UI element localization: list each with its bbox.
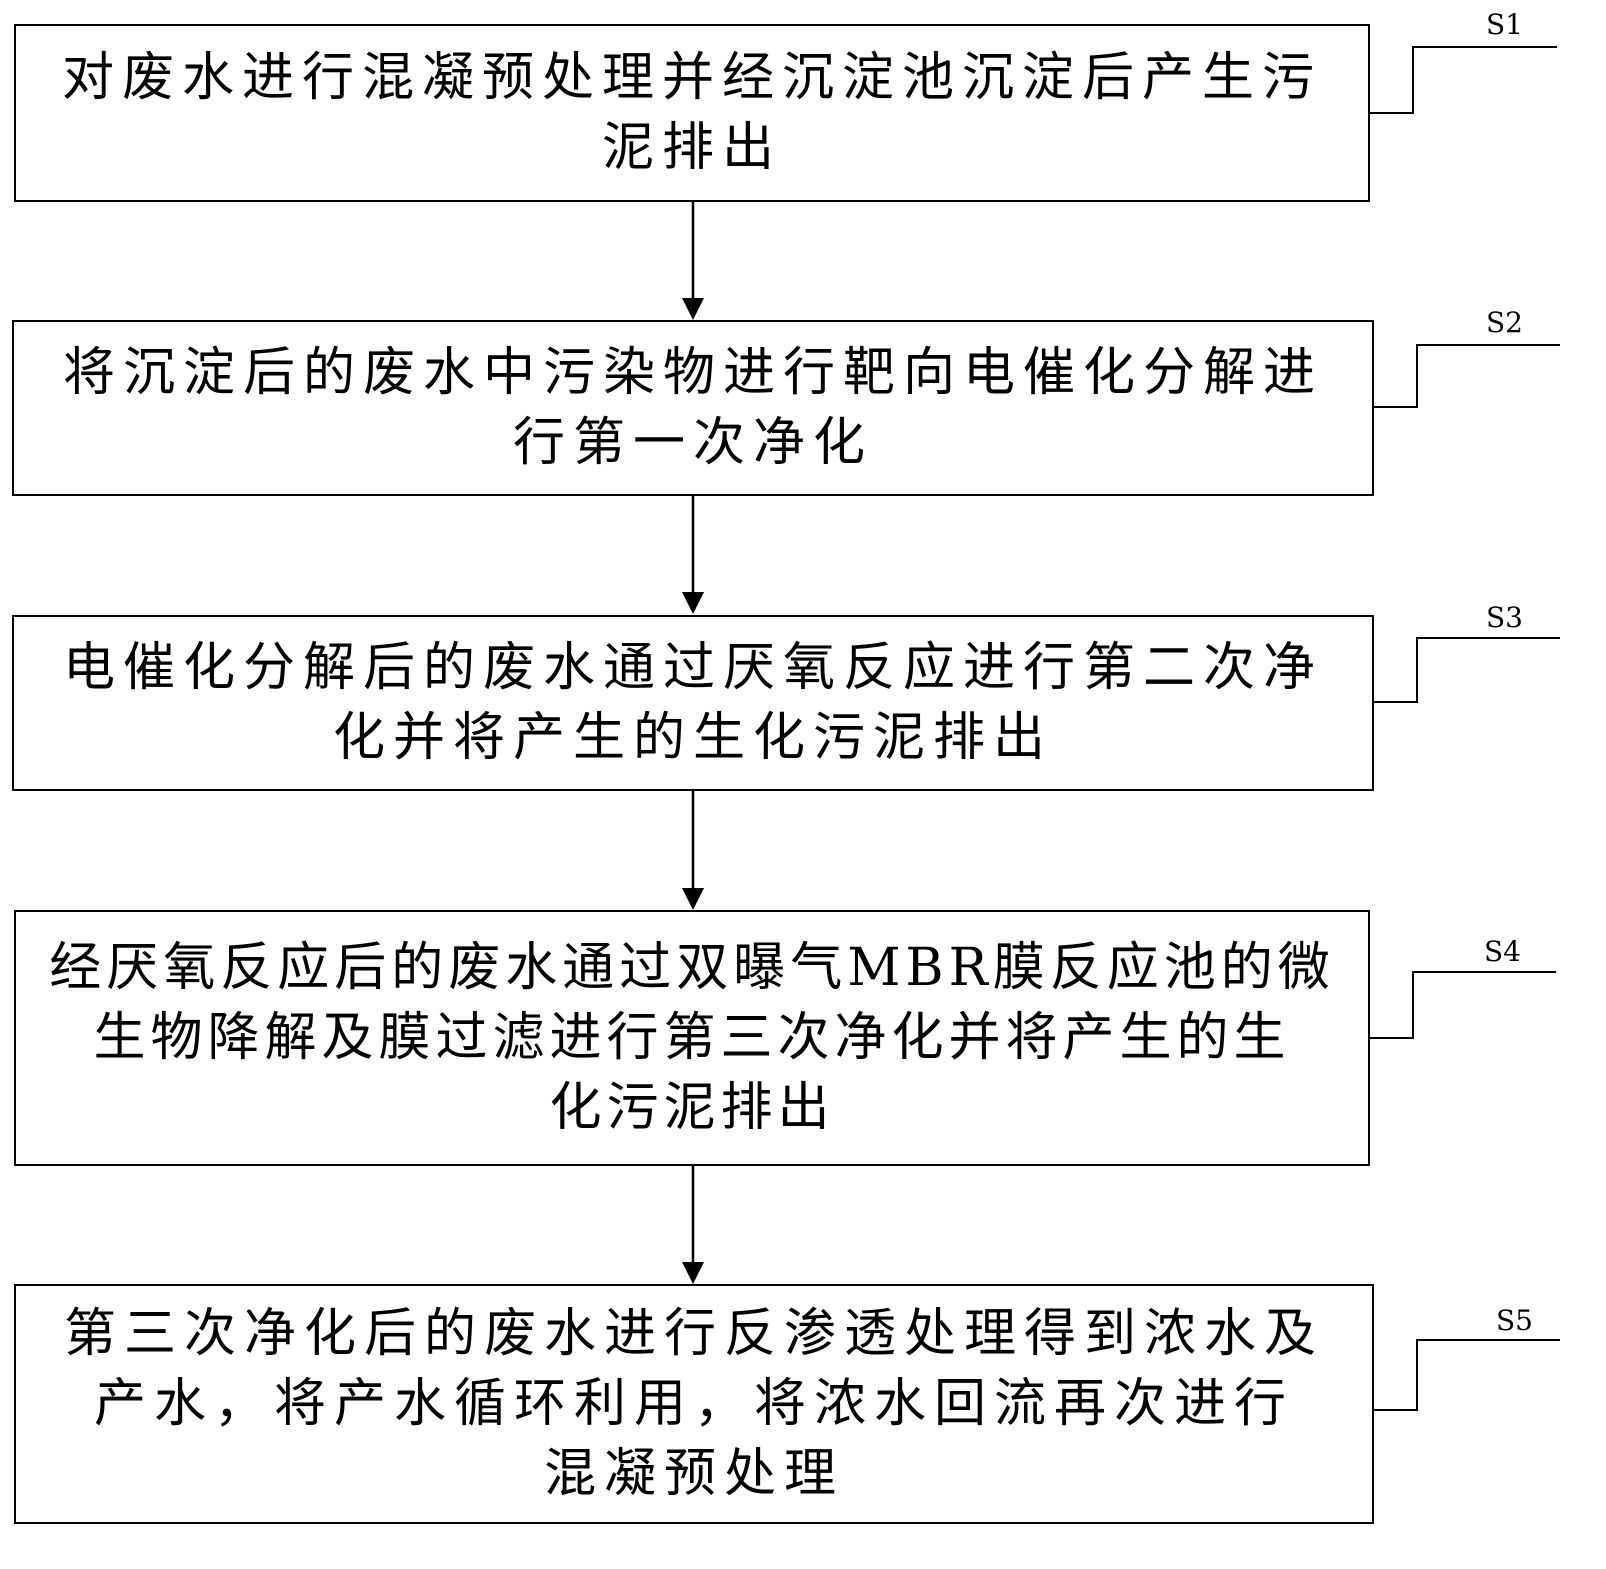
arrowhead-s3-s4 [682,888,704,910]
arrowhead-s2-s3 [682,592,704,614]
step-box-s1: 对废水进行混凝预处理并经沉淀池沉淀后产生污 泥排出 [14,24,1370,202]
step-text-s4: 经厌氧反应后的废水通过双曝气MBR膜反应池的微 生物降解及膜过滤进行第三次净化并… [49,938,1335,1138]
leader-s1 [1369,46,1557,114]
step-box-s4: 经厌氧反应后的废水通过双曝气MBR膜反应池的微 生物降解及膜过滤进行第三次净化并… [14,910,1370,1166]
step-label-s4: S4 [1484,935,1521,968]
leader-s4 [1369,971,1556,1039]
leader-s3 [1373,637,1560,703]
step-text-s3: 电催化分解后的废水通过厌氧反应进行第二次净 化并将产生的生化污泥排出 [62,638,1323,768]
step-box-s3: 电催化分解后的废水通过厌氧反应进行第二次净 化并将产生的生化污泥排出 [12,615,1374,791]
step-label-s3: S3 [1486,601,1523,634]
arrowhead-s4-s5 [682,1262,704,1284]
step-box-s5: 第三次净化后的废水进行反渗透处理得到浓水及 产水，将产水循环利用，将浓水回流再次… [14,1284,1374,1524]
step-box-s2: 将沉淀后的废水中污染物进行靶向电催化分解进 行第一次净化 [12,320,1374,496]
step-label-s2: S2 [1486,306,1523,339]
arrowhead-s1-s2 [682,298,704,320]
leader-s5 [1373,1339,1560,1411]
step-text-s1: 对废水进行混凝预处理并经沉淀池沉淀后产生污 泥排出 [61,48,1322,178]
step-label-s1: S1 [1486,8,1523,41]
leader-s2 [1373,344,1560,408]
step-text-s2: 将沉淀后的废水中污染物进行靶向电催化分解进 行第一次净化 [62,343,1323,473]
step-text-s5: 第三次净化后的废水进行反渗透处理得到浓水及 产水，将产水循环利用，将浓水回流再次… [63,1304,1324,1504]
step-label-s5: S5 [1496,1304,1533,1337]
